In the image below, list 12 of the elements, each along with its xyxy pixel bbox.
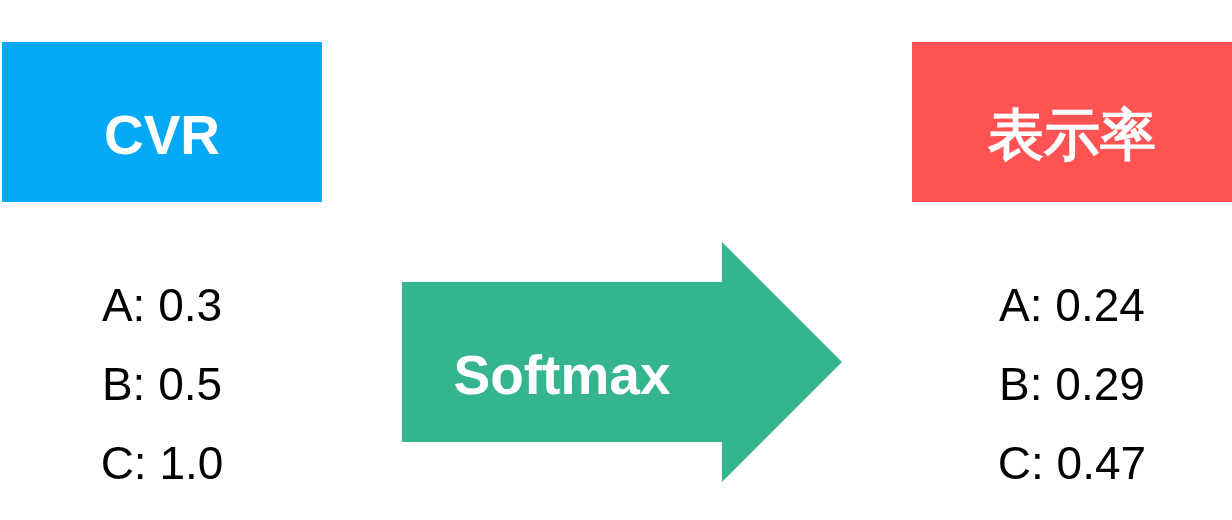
value-text: B: 0.29 bbox=[998, 361, 1146, 407]
edge-label: Softmax bbox=[452, 348, 672, 403]
header-text: 表示率 bbox=[987, 107, 1157, 163]
header-box bbox=[912, 42, 1232, 202]
value-text: A: 0.3 bbox=[100, 282, 224, 328]
value-text: C: 0.47 bbox=[996, 440, 1148, 486]
block-arrow bbox=[402, 242, 842, 482]
header-box bbox=[2, 42, 322, 202]
value-text: A: 0.24 bbox=[998, 282, 1146, 328]
value-text: B: 0.5 bbox=[100, 361, 224, 407]
header-text: CVR bbox=[102, 107, 222, 163]
value-text: C: 1.0 bbox=[99, 440, 225, 486]
